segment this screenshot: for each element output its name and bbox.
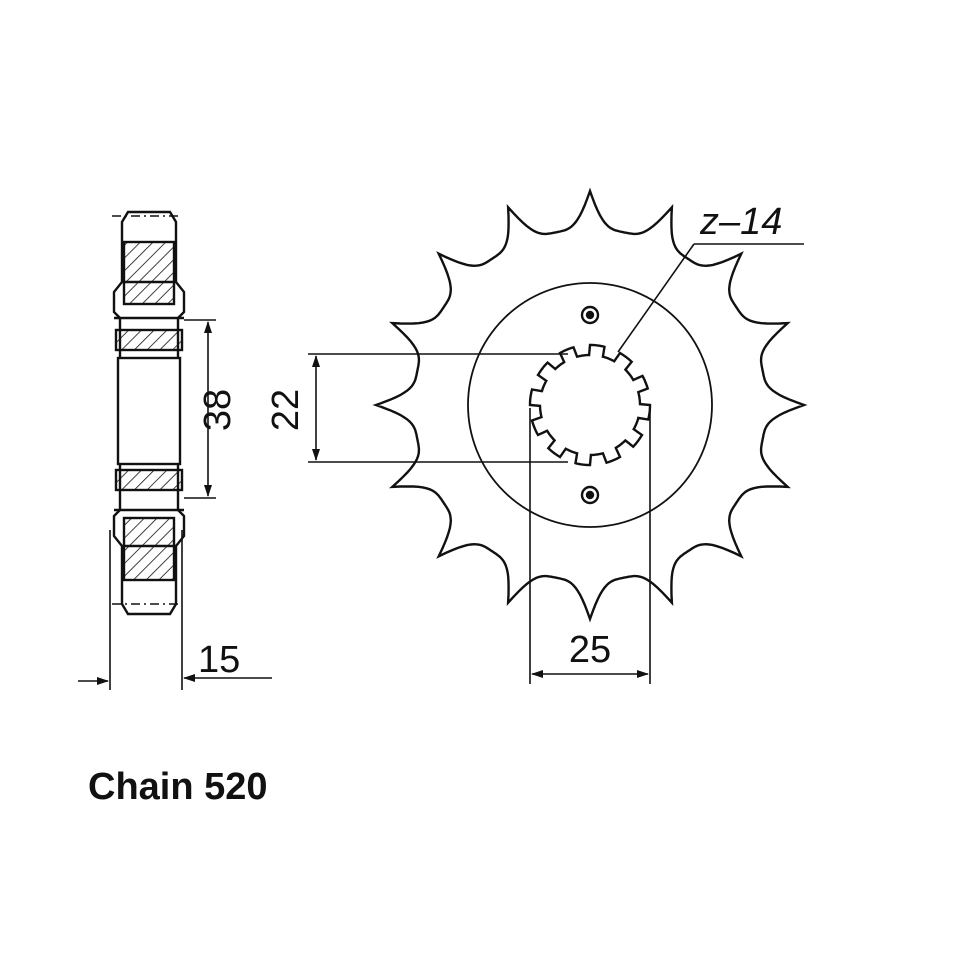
- dimension-25-label: 25: [569, 629, 611, 671]
- spline-bore: [528, 343, 652, 467]
- hatch-lower-tooth: [122, 516, 176, 582]
- sprocket-teeth-outline: [372, 187, 808, 623]
- mounting-hole-bottom: [580, 485, 600, 505]
- hatch-upper-tooth: [122, 240, 176, 306]
- side-view-bore: [116, 356, 182, 466]
- side-view-outline: [112, 210, 186, 616]
- dimension-38-label: 38: [197, 389, 239, 431]
- teeth-count-leader: [617, 243, 804, 353]
- dimension-15: [78, 530, 272, 690]
- dimension-25: [529, 408, 651, 684]
- dimension-38: [184, 319, 216, 499]
- mounting-hole-top: [580, 305, 600, 325]
- hub-circle: [467, 282, 713, 528]
- dimension-22-label: 22: [265, 389, 307, 431]
- chain-caption: Chain 520: [88, 766, 268, 808]
- side-section-view: [112, 210, 186, 616]
- dimension-22: [308, 353, 568, 463]
- hatch-lower-hub: [114, 468, 184, 492]
- hatch-upper-hub: [114, 328, 184, 352]
- front-view: [372, 187, 808, 623]
- dimension-15-label: 15: [198, 639, 240, 681]
- teeth-count-label: z–14: [699, 201, 782, 243]
